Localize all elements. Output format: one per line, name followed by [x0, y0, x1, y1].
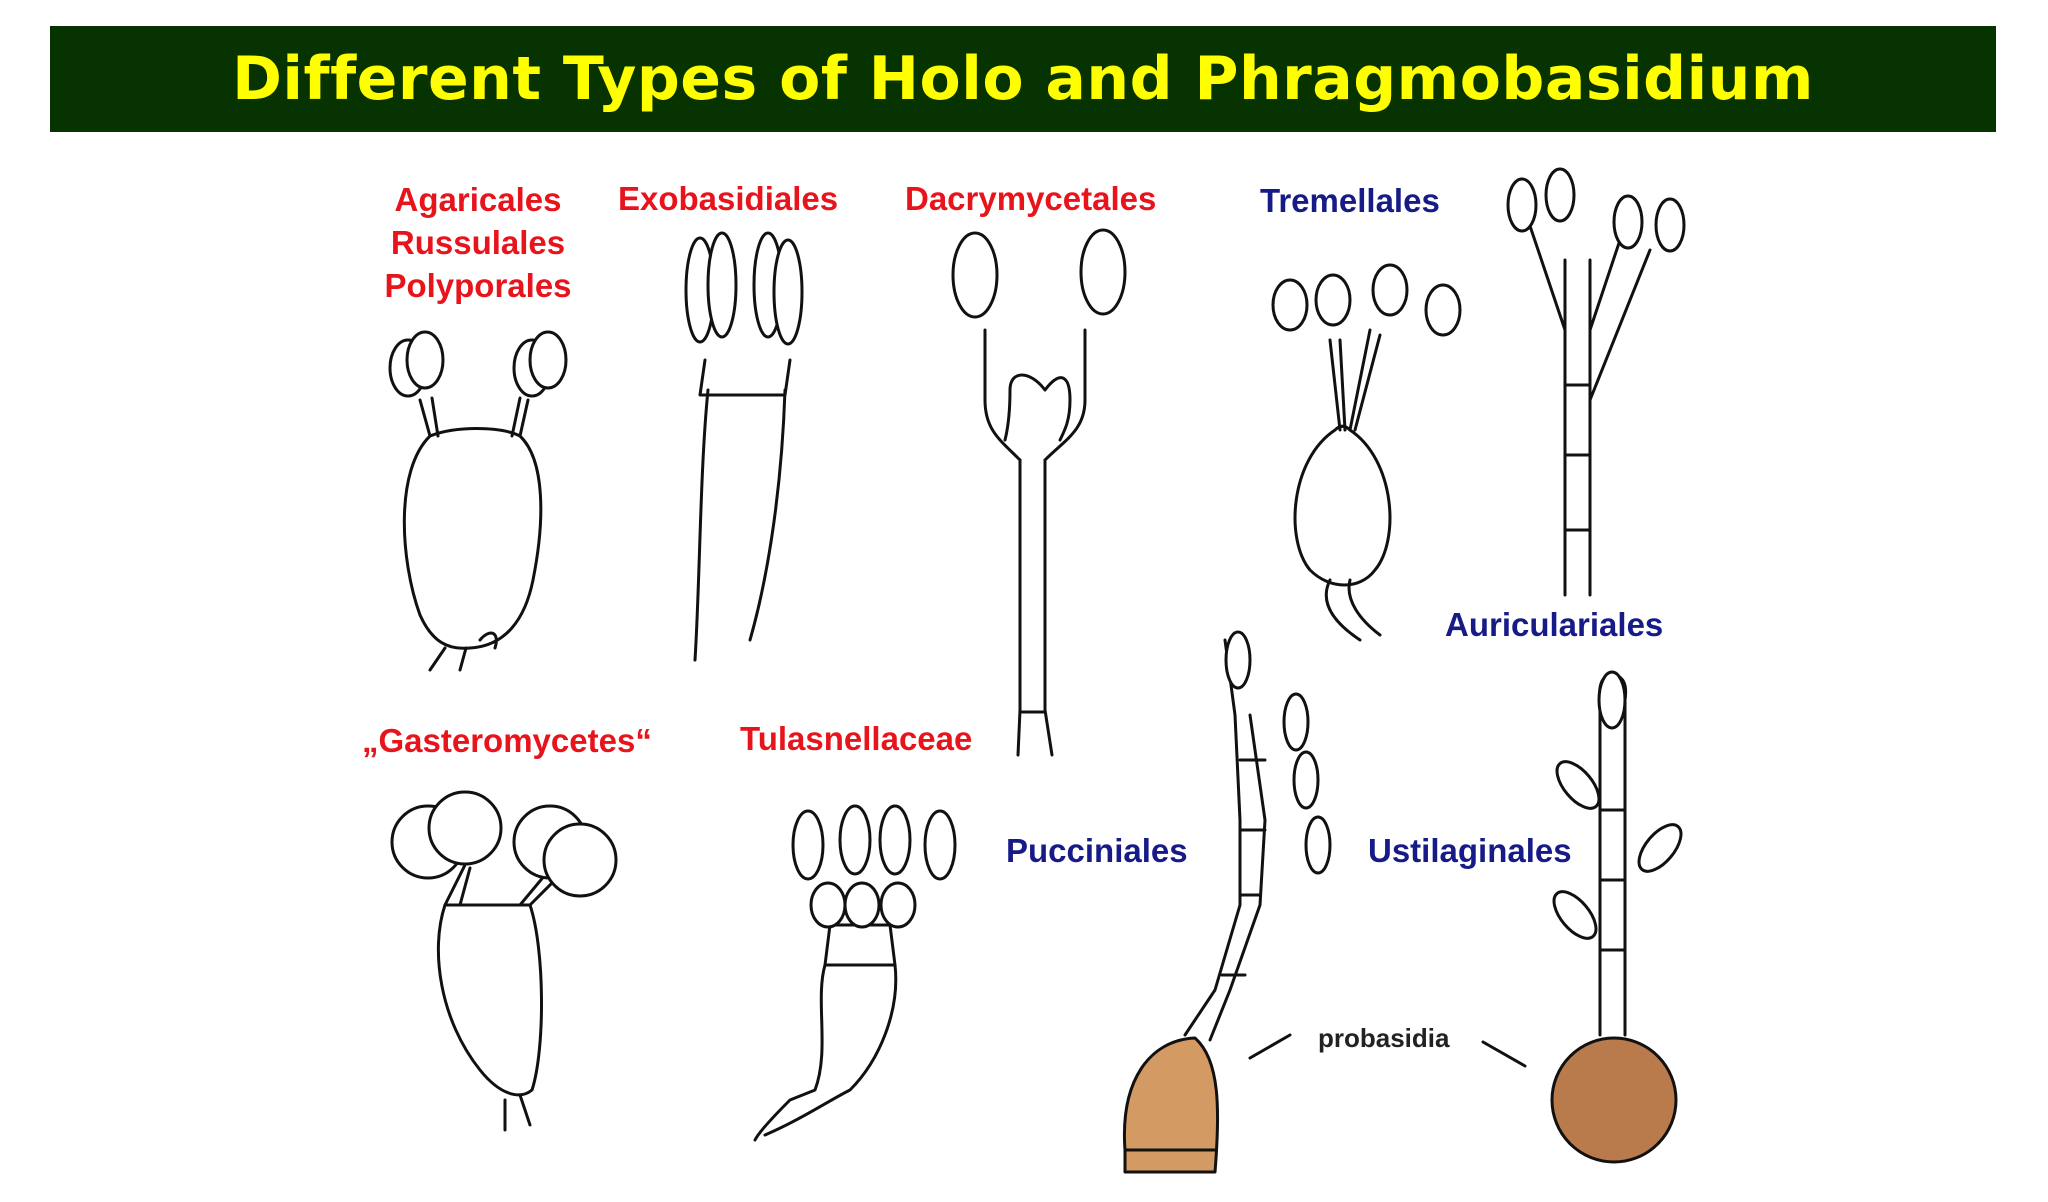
title-bar: Different Types of Holo and Phragmobasid…	[50, 26, 1996, 132]
label-exobasidiales: Exobasidiales	[618, 180, 839, 217]
label-dacrymycetales: Dacrymycetales	[905, 180, 1157, 217]
page-title: Different Types of Holo and Phragmobasid…	[232, 44, 1814, 114]
exobasidiales-basidium-figure	[686, 233, 802, 660]
ustilaginales-basidium-figure	[1483, 672, 1689, 1162]
label-polyporales: Polyporales	[384, 267, 572, 304]
dacrymycetales-basidium-figure	[953, 230, 1125, 755]
label-ustilaginales: Ustilaginales	[1368, 832, 1572, 869]
label-probasidia: probasidia	[1318, 1023, 1450, 1053]
label-auriculariales: Auriculariales	[1445, 606, 1664, 643]
label-pucciniales: Pucciniales	[1006, 832, 1188, 869]
label-gasteromycetes: „Gasteromycetes“	[362, 722, 652, 759]
label-agaricales: Agaricales	[394, 181, 562, 218]
label-tremellales: Tremellales	[1260, 182, 1440, 219]
label-tulasnellaceae: Tulasnellaceae	[740, 720, 973, 757]
label-russulales: Russulales	[390, 224, 566, 261]
gasteromycetes-basidium-figure	[392, 792, 616, 1130]
tremellales-basidium-figure	[1273, 265, 1460, 640]
label-agaricales-group: Agaricales Russulales Polyporales	[384, 178, 571, 307]
auriculariales-basidium-figure	[1508, 169, 1684, 595]
agaricales-basidium-figure	[390, 332, 566, 670]
tulasnellaceae-basidium-figure	[755, 806, 955, 1140]
pucciniales-basidium-figure	[1124, 632, 1330, 1172]
